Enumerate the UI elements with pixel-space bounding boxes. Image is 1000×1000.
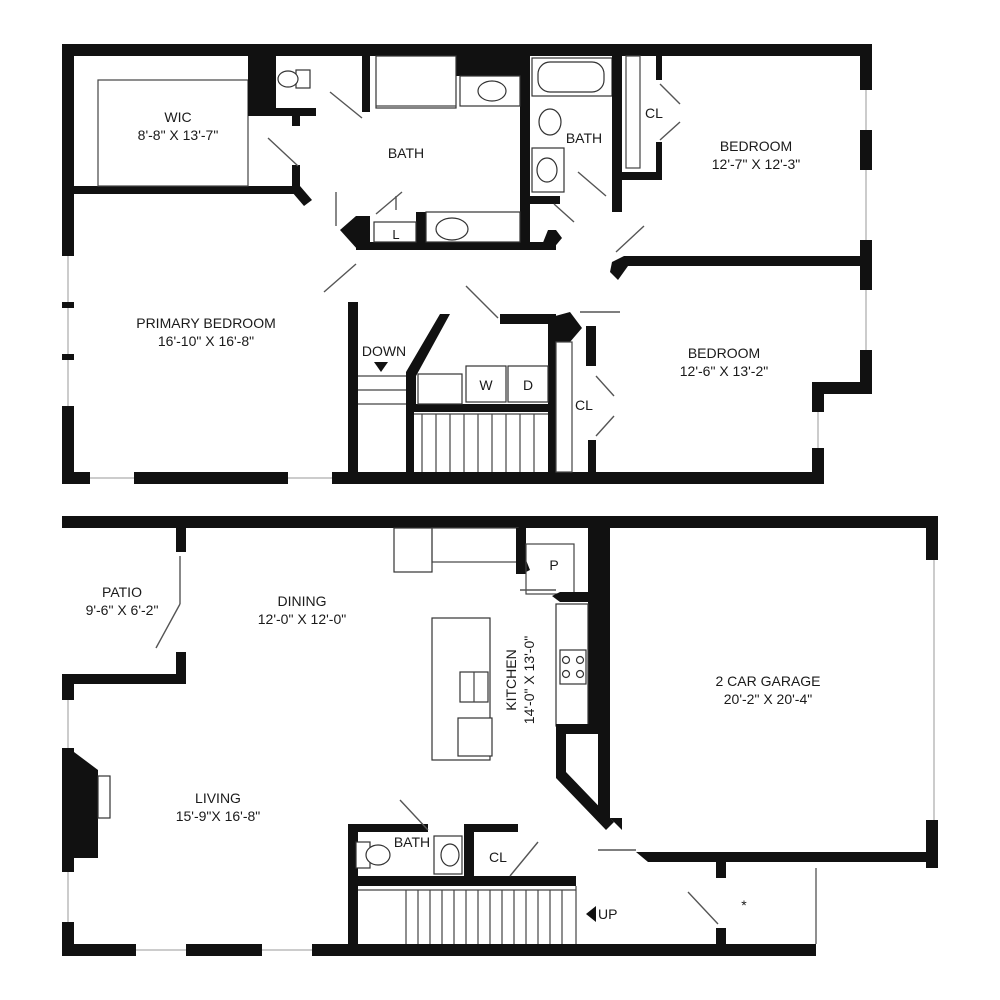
upper-outer-wall-top xyxy=(62,44,872,56)
living-size: 15'-9"X 16'-8" xyxy=(176,808,261,824)
kitchen-size: 14'-0" X 13'-0" xyxy=(521,636,537,724)
patio-name: PATIO xyxy=(102,584,142,600)
garage-size: 20'-2" X 20'-4" xyxy=(724,691,812,707)
garage-name: 2 CAR GARAGE xyxy=(715,673,820,689)
stairs-up-label: UP xyxy=(598,906,617,922)
lower-outer-wall-right xyxy=(926,516,938,560)
patio-size: 9'-6" X 6'-2" xyxy=(86,602,159,618)
lower-outer-wall-top xyxy=(62,516,938,528)
dining-size: 12'-0" X 12'-0" xyxy=(258,611,346,627)
asterisk-mark: * xyxy=(741,897,747,913)
lower-floor: * xyxy=(62,516,938,956)
bedroom1-name: BEDROOM xyxy=(720,138,792,154)
upper-outer-wall-step xyxy=(812,382,872,394)
bedroom2-name: BEDROOM xyxy=(688,345,760,361)
closet-name: CL xyxy=(489,849,507,865)
linen-name: L xyxy=(392,227,399,242)
stairs-down-label: DOWN xyxy=(362,343,406,359)
living-name: LIVING xyxy=(195,790,241,806)
wic-size: 8'-8" X 13'-7" xyxy=(138,127,219,143)
primary-bedroom-name: PRIMARY BEDROOM xyxy=(136,315,276,331)
stairs-up-arrow xyxy=(586,906,596,922)
closet1-name: CL xyxy=(645,105,663,121)
hall-bath-name: BATH xyxy=(566,130,602,146)
closet2-name: CL xyxy=(575,397,593,413)
dining-name: DINING xyxy=(278,593,327,609)
kitchen-name: KITCHEN xyxy=(503,649,519,710)
stairs-down-arrow xyxy=(374,362,388,372)
half-bath-name: BATH xyxy=(394,834,430,850)
primary-bedroom-size: 16'-10" X 16'-8" xyxy=(158,333,254,349)
fireplace xyxy=(62,752,98,870)
upper-floor: WIC 8'-8" X 13'-7" BATH BATH CL BEDROOM … xyxy=(62,44,872,484)
bedroom2-size: 12'-6" X 13'-2" xyxy=(680,363,768,379)
bedroom1-size: 12'-7" X 12'-3" xyxy=(712,156,800,172)
upper-outer-wall-bottom xyxy=(62,472,824,484)
primary-bath-name: BATH xyxy=(388,145,424,161)
dryer-label: D xyxy=(523,377,533,393)
pantry-label: P xyxy=(549,557,558,573)
wic-name: WIC xyxy=(164,109,191,125)
washer-label: W xyxy=(479,377,493,393)
lower-outer-wall-bottom xyxy=(62,944,816,956)
